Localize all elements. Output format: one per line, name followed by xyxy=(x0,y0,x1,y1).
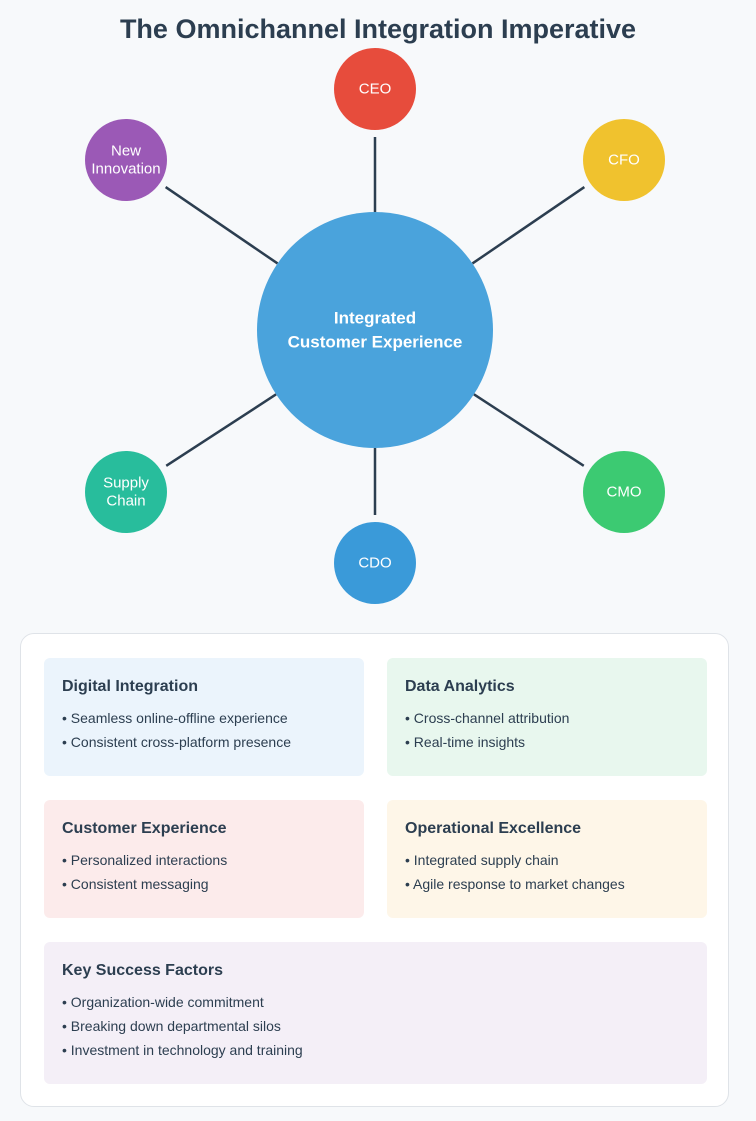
list-item: Real-time insights xyxy=(405,730,689,754)
list-item: Consistent messaging xyxy=(62,872,346,896)
center-circle xyxy=(257,212,493,448)
node-circle xyxy=(583,119,665,201)
node-circle xyxy=(334,522,416,604)
node-cfo: CFO xyxy=(583,119,665,201)
node-ceo: CEO xyxy=(334,48,416,130)
card-list: Seamless online-offline experience Consi… xyxy=(62,706,346,754)
list-item: Integrated supply chain xyxy=(405,848,689,872)
node-label: CDO xyxy=(358,555,391,572)
card-title: Data Analytics xyxy=(405,678,515,695)
node-label: CEO xyxy=(359,81,392,98)
node-cmo: CMO xyxy=(583,451,665,533)
card-key-success-factors: Key Success Factors Organization-wide co… xyxy=(44,942,707,1084)
card-list: Cross-channel attribution Real-time insi… xyxy=(405,706,689,754)
card-list: Personalized interactions Consistent mes… xyxy=(62,848,346,896)
connector-supply-chain xyxy=(165,393,277,467)
node-label: CFO xyxy=(608,152,640,169)
node-circle xyxy=(85,451,167,533)
node-label: CMO xyxy=(607,484,642,501)
card-title: Digital Integration xyxy=(62,678,198,695)
list-item: Investment in technology and training xyxy=(62,1038,689,1062)
card-title: Key Success Factors xyxy=(62,962,223,979)
list-item: Seamless online-offline experience xyxy=(62,706,346,730)
card-operational-excellence: Operational Excellence Integrated supply… xyxy=(387,800,707,918)
card-customer-experience: Customer Experience Personalized interac… xyxy=(44,800,364,918)
node-circle xyxy=(334,48,416,130)
card-title: Customer Experience xyxy=(62,820,227,837)
page-title: The Omnichannel Integration Imperative xyxy=(119,14,637,44)
card-list: Integrated supply chain Agile response t… xyxy=(405,848,689,896)
node-cdo: CDO xyxy=(334,522,416,604)
list-item: Personalized interactions xyxy=(62,848,346,872)
connector-cfo xyxy=(471,186,586,265)
list-item: Cross-channel attribution xyxy=(405,706,689,730)
details-panel: Digital Integration Seamless online-offl… xyxy=(20,633,729,1107)
list-item: Breaking down departmental silos xyxy=(62,1014,689,1038)
node-circle xyxy=(583,451,665,533)
list-item: Consistent cross-platform presence xyxy=(62,730,346,754)
node-circle xyxy=(85,119,167,201)
card-title: Operational Excellence xyxy=(405,820,582,837)
card-digital-integration: Digital Integration Seamless online-offl… xyxy=(44,658,364,776)
list-item: Organization-wide commitment xyxy=(62,990,689,1014)
card-data-analytics: Data Analytics Cross-channel attribution… xyxy=(387,658,707,776)
connector-new-innovation xyxy=(164,186,279,265)
card-list: Organization-wide commitment Breaking do… xyxy=(62,990,689,1062)
list-item: Agile response to market changes xyxy=(405,872,689,896)
connector-cmo xyxy=(473,393,585,467)
